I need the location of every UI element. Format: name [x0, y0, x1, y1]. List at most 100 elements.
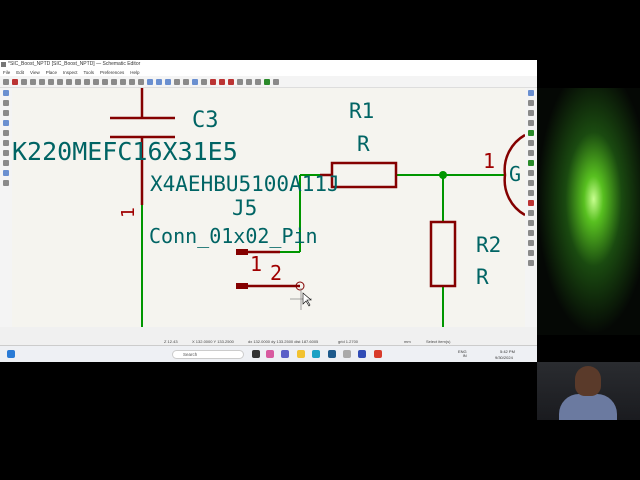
angle-mode-icon[interactable]	[3, 150, 9, 156]
junction	[439, 171, 447, 179]
cursor-icon[interactable]	[3, 120, 9, 126]
units-mm-icon[interactable]	[3, 110, 9, 116]
menu-help[interactable]: Help	[130, 70, 140, 75]
add-symbol-icon[interactable]	[528, 110, 534, 116]
r2-body[interactable]	[429, 220, 457, 288]
zoom-selection-icon[interactable]	[138, 78, 144, 85]
zoom-in-icon[interactable]	[102, 78, 108, 85]
highlight-net-icon[interactable]	[528, 100, 534, 106]
teams-icon[interactable]	[281, 350, 289, 358]
zoom-objects-icon[interactable]	[129, 78, 135, 85]
net-label-icon[interactable]	[528, 170, 534, 176]
schematic-setup-icon[interactable]	[12, 78, 18, 85]
kicad-icon[interactable]	[358, 350, 366, 358]
menu-view[interactable]: View	[30, 70, 40, 75]
symbol-browser-icon[interactable]	[228, 78, 234, 85]
c3-value[interactable]: K220MEFC16X31E5	[12, 137, 238, 166]
add-bus-icon[interactable]	[528, 140, 534, 146]
up-icon[interactable]	[156, 78, 162, 85]
title-bar: *SIC_Boost_NPTD [SIC_Boost_NPTD] — Schem…	[0, 60, 537, 69]
symbol-editor-icon[interactable]	[219, 78, 225, 85]
store-icon[interactable]	[328, 350, 336, 358]
textbox-icon[interactable]	[528, 220, 534, 226]
junction-icon[interactable]	[528, 160, 534, 166]
units-inch-icon[interactable]	[3, 100, 9, 106]
search-placeholder: Search	[183, 352, 198, 357]
start-icon[interactable]	[7, 350, 15, 358]
menu-edit[interactable]: Edit	[16, 70, 25, 75]
bom-icon[interactable]	[255, 78, 261, 85]
rectangle-icon[interactable]	[528, 230, 534, 236]
r1-body[interactable]	[330, 161, 398, 189]
menu-inspect[interactable]: Inspect	[62, 70, 78, 75]
pcb-editor-icon[interactable]	[264, 78, 270, 85]
j5-value[interactable]: Conn_01x02_Pin	[149, 224, 318, 248]
schematic-canvas[interactable]: C3 K220MEFC16X31E5 X4AEHBU5100A11J R1 R …	[12, 88, 525, 327]
circle-icon[interactable]	[528, 240, 534, 246]
free-angle-icon[interactable]	[3, 160, 9, 166]
select-icon[interactable]	[528, 90, 534, 96]
zoom-out-icon[interactable]	[111, 78, 117, 85]
delete-icon[interactable]	[528, 260, 534, 266]
text-icon[interactable]	[528, 210, 534, 216]
edge-icon[interactable]	[312, 350, 320, 358]
add-power-icon[interactable]	[528, 120, 534, 126]
language-indicator[interactable]: ENG IN	[458, 349, 467, 358]
undo-icon[interactable]	[57, 78, 63, 85]
task-view-icon[interactable]	[252, 350, 260, 358]
r2-value[interactable]: R	[476, 265, 489, 289]
clock-date[interactable]: 9/30/2024	[495, 355, 513, 360]
page-settings-icon[interactable]	[21, 78, 27, 85]
netlist-icon[interactable]	[246, 78, 252, 85]
chat-icon[interactable]	[343, 350, 351, 358]
taskbar-search[interactable]: Search	[172, 350, 244, 359]
paste-icon[interactable]	[48, 78, 54, 85]
r1-reference[interactable]: R1	[349, 99, 374, 123]
forward-icon[interactable]	[165, 78, 171, 85]
footprint-assign-icon[interactable]	[237, 78, 243, 85]
find-replace-icon[interactable]	[84, 78, 90, 85]
add-wire-icon[interactable]	[528, 130, 534, 136]
file-explorer-icon[interactable]	[297, 350, 305, 358]
refresh-icon[interactable]	[93, 78, 99, 85]
copilot-icon[interactable]	[266, 350, 274, 358]
j5-pin2-end	[236, 283, 248, 289]
menu-tools[interactable]: Tools	[83, 70, 95, 75]
menu-file[interactable]: File	[3, 70, 11, 75]
hierarchy-icon[interactable]	[3, 170, 9, 176]
find-icon[interactable]	[75, 78, 81, 85]
grid-icon[interactable]	[3, 90, 9, 96]
r2-reference[interactable]: R2	[476, 233, 501, 257]
no-connect-icon[interactable]	[528, 150, 534, 156]
print-icon[interactable]	[30, 78, 36, 85]
units-readout: mm	[404, 339, 411, 344]
properties-icon[interactable]	[3, 180, 9, 186]
overlapping-value[interactable]: X4AEHBU5100A11J	[150, 172, 340, 196]
c3-reference[interactable]: C3	[192, 108, 219, 133]
erc-icon[interactable]	[210, 78, 216, 85]
rotate-icon[interactable]	[174, 78, 180, 85]
clock-time[interactable]: 5:42 PM	[500, 349, 515, 354]
hier-label-icon[interactable]	[528, 190, 534, 196]
annotate-icon[interactable]	[201, 78, 207, 85]
sheet-icon[interactable]	[528, 200, 534, 206]
line-mode-icon[interactable]	[3, 140, 9, 146]
schematic-editor-taskbar-icon[interactable]	[374, 350, 382, 358]
global-label-icon[interactable]	[528, 180, 534, 186]
menu-place[interactable]: Place	[45, 70, 57, 75]
grid-readout: grid 1.2700	[338, 339, 359, 344]
mirror-icon[interactable]	[183, 78, 189, 85]
r1-value[interactable]: R	[357, 132, 370, 156]
transistor-body[interactable]	[503, 133, 525, 217]
zoom-fit-icon[interactable]	[120, 78, 126, 85]
simulator-icon[interactable]	[192, 78, 198, 85]
scripting-icon[interactable]	[273, 78, 279, 85]
redo-icon[interactable]	[66, 78, 72, 85]
arc-icon[interactable]	[528, 250, 534, 256]
menu-preferences[interactable]: Preferences	[100, 70, 125, 75]
plot-icon[interactable]	[39, 78, 45, 85]
save-icon[interactable]	[3, 78, 9, 85]
back-icon[interactable]	[147, 78, 153, 85]
j5-reference[interactable]: J5	[232, 196, 257, 220]
hidden-pins-icon[interactable]	[3, 130, 9, 136]
